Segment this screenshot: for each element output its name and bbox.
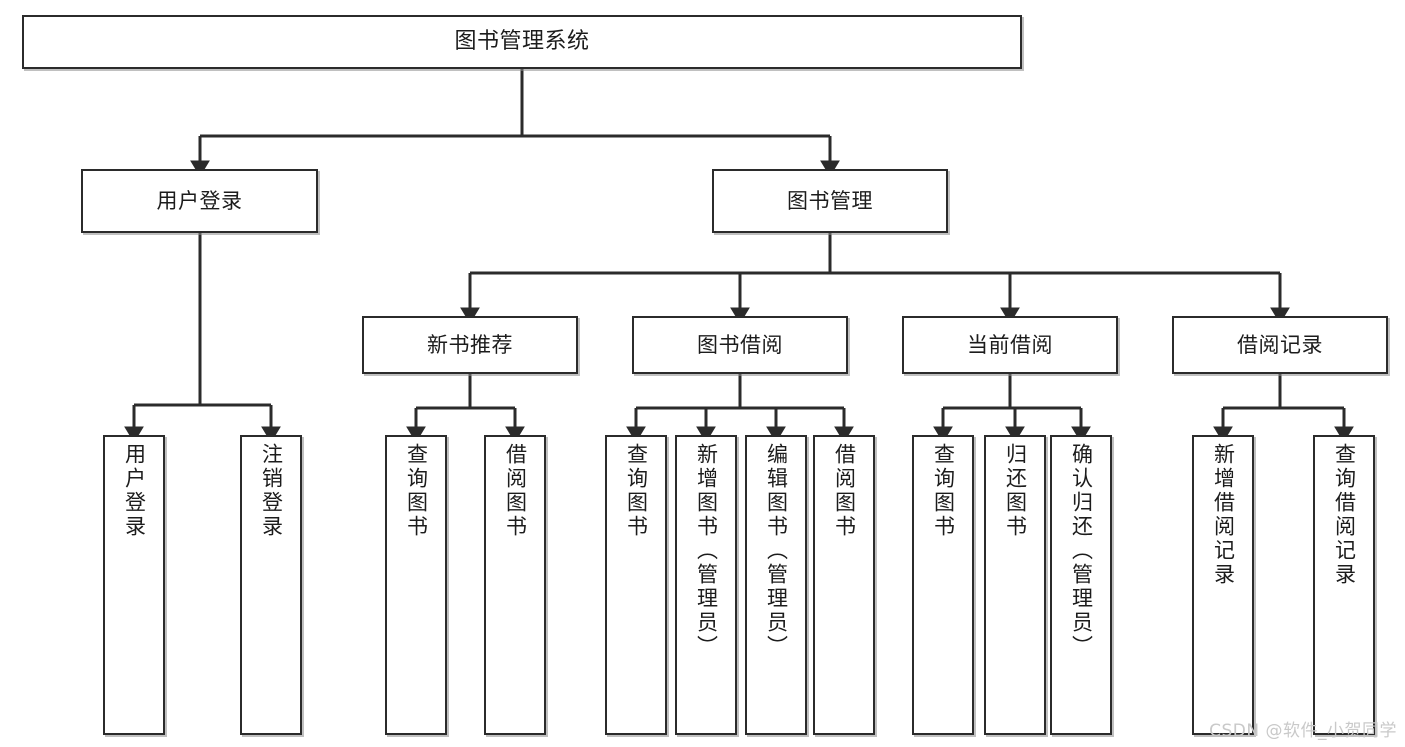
node-label: 图书管理 bbox=[787, 188, 873, 213]
node-leaf-13[interactable]: 查询借阅记录 bbox=[1313, 435, 1375, 735]
node-leaf-3[interactable]: 查询图书 bbox=[385, 435, 447, 735]
node-leaf-10[interactable]: 归还图书 bbox=[984, 435, 1046, 735]
node-label: 当前借阅 bbox=[967, 332, 1053, 357]
node-label: 借阅图书 bbox=[832, 443, 857, 539]
node-label: 归还图书 bbox=[1003, 443, 1028, 539]
node-label: 借阅图书 bbox=[503, 443, 528, 539]
node-leaf-6[interactable]: 新增图书（管理员） bbox=[675, 435, 737, 735]
node-newbook[interactable]: 新书推荐 bbox=[362, 316, 578, 374]
node-label: 新增图书（管理员） bbox=[694, 443, 719, 659]
node-label: 新增借阅记录 bbox=[1211, 443, 1236, 587]
node-label: 图书借阅 bbox=[697, 332, 783, 357]
node-label: 查询图书 bbox=[404, 443, 429, 539]
node-leaf-9[interactable]: 查询图书 bbox=[912, 435, 974, 735]
node-label: 借阅记录 bbox=[1237, 332, 1323, 357]
node-label: 新书推荐 bbox=[427, 332, 513, 357]
node-leaf-11[interactable]: 确认归还（管理员） bbox=[1050, 435, 1112, 735]
node-bookmgmt[interactable]: 图书管理 bbox=[712, 169, 948, 233]
node-label: 查询借阅记录 bbox=[1332, 443, 1357, 587]
node-record[interactable]: 借阅记录 bbox=[1172, 316, 1388, 374]
node-label: 注销登录 bbox=[259, 443, 284, 539]
node-leaf-4[interactable]: 借阅图书 bbox=[484, 435, 546, 735]
node-leaf-1[interactable]: 用户登录 bbox=[103, 435, 165, 735]
watermark-text: CSDN @软件_小贺同学 bbox=[1209, 721, 1397, 741]
node-leaf-2[interactable]: 注销登录 bbox=[240, 435, 302, 735]
node-label: 图书管理系统 bbox=[454, 29, 590, 55]
node-current[interactable]: 当前借阅 bbox=[902, 316, 1118, 374]
node-label: 用户登录 bbox=[156, 188, 243, 213]
node-label: 查询图书 bbox=[931, 443, 956, 539]
node-label: 查询图书 bbox=[624, 443, 649, 539]
node-leaf-8[interactable]: 借阅图书 bbox=[813, 435, 875, 735]
node-leaf-12[interactable]: 新增借阅记录 bbox=[1192, 435, 1254, 735]
node-borrow[interactable]: 图书借阅 bbox=[632, 316, 848, 374]
node-login[interactable]: 用户登录 bbox=[81, 169, 318, 233]
node-leaf-5[interactable]: 查询图书 bbox=[605, 435, 667, 735]
node-root[interactable]: 图书管理系统 bbox=[22, 15, 1022, 69]
node-label: 确认归还（管理员） bbox=[1069, 443, 1094, 659]
edge-group bbox=[124, 69, 1354, 443]
node-leaf-7[interactable]: 编辑图书（管理员） bbox=[745, 435, 807, 735]
node-label: 用户登录 bbox=[122, 443, 147, 539]
node-label: 编辑图书（管理员） bbox=[764, 443, 789, 659]
